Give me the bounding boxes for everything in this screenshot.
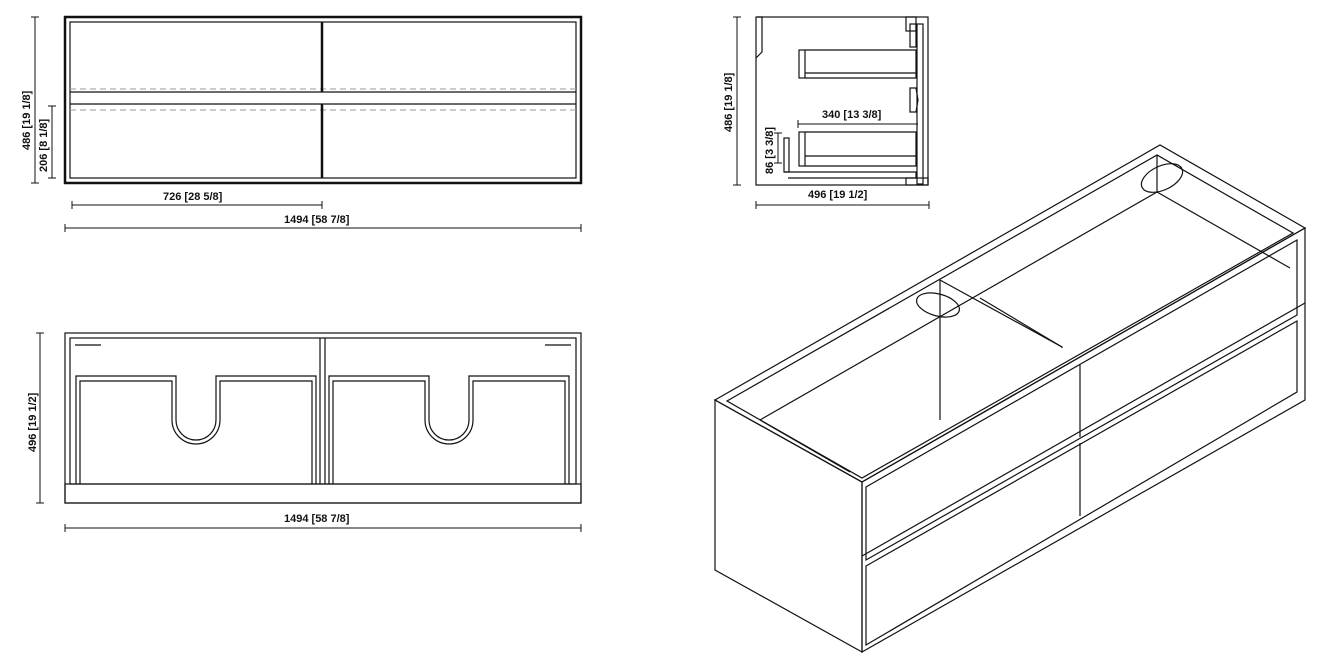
top-depth-dimension: 496 [19 1/2] <box>27 392 39 452</box>
isometric-view <box>713 144 1307 654</box>
front-width-dimension: 1494 [58 7/8] <box>284 214 350 226</box>
drawer-depth-dimension: 340 [13 3/8] <box>822 109 882 121</box>
front-view <box>31 15 583 232</box>
side-depth-dimension: 496 [19 1/2] <box>808 189 868 201</box>
top-width-dimension: 1494 [58 7/8] <box>284 513 350 525</box>
front-drawer-height-dimension: 206 [8 1/8] <box>38 118 50 172</box>
front-height-dimension: 486 [19 1/8] <box>21 90 33 150</box>
front-drawer-width-dimension: 726 [28 5/8] <box>163 191 223 203</box>
drawer-side-dimension: 86 [3 3/8] <box>764 127 776 174</box>
top-view <box>36 332 582 532</box>
side-height-dimension: 486 [19 1/8] <box>723 72 735 132</box>
side-view <box>733 16 930 209</box>
